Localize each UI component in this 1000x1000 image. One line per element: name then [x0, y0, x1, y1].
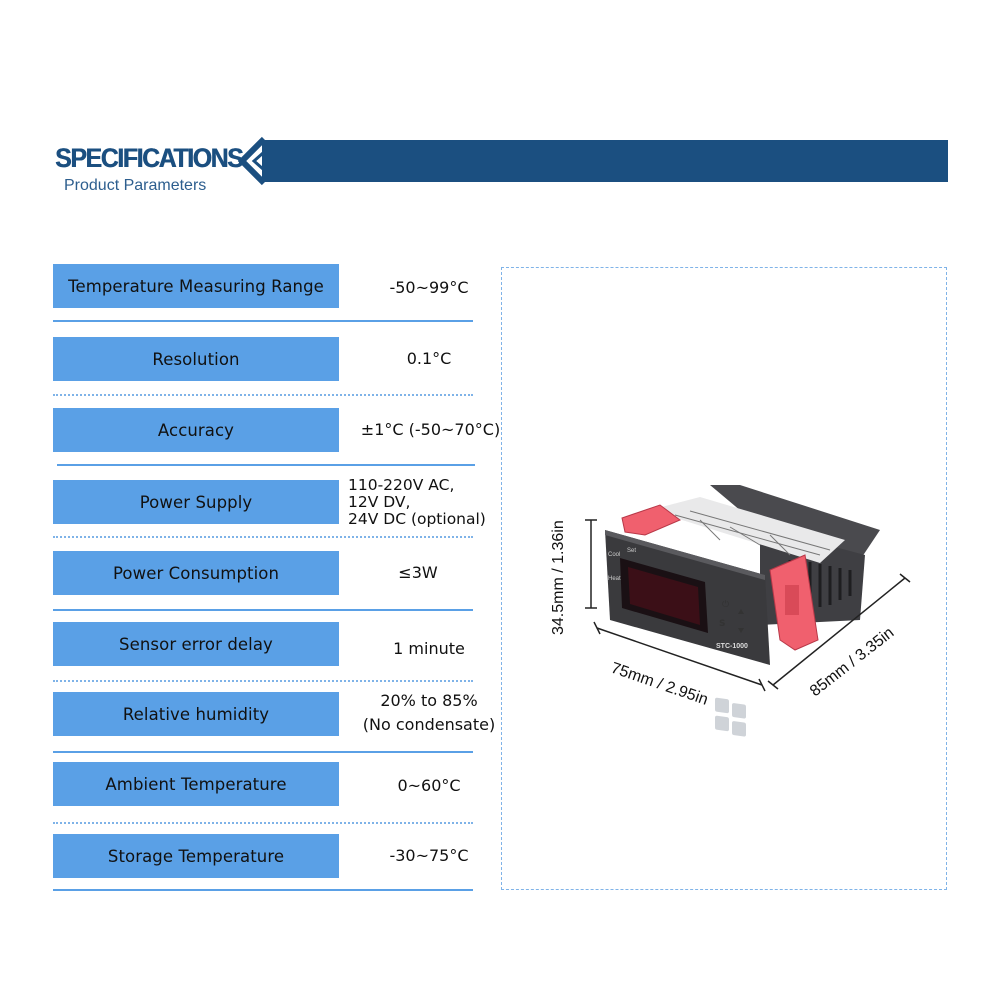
spec-value: 0~60°C	[397, 776, 461, 795]
spec-label: Sensor error delay	[53, 622, 339, 666]
row-divider	[53, 320, 473, 322]
spec-label: Ambient Temperature	[53, 762, 339, 806]
spec-row-temperature-range: Temperature Measuring Range -50~99°C	[53, 264, 503, 308]
spec-row-sensor-error-delay: Sensor error delay 1 minute	[53, 622, 503, 666]
width-dimension-label: 75mm / 2.95in	[609, 660, 710, 709]
spec-row-ambient-temperature: Ambient Temperature 0~60°C	[53, 762, 503, 806]
up-arrow-icon	[738, 609, 744, 614]
row-divider	[53, 680, 473, 682]
spec-row-power-supply: Power Supply 110-220V AC, 12V DV, 24V DC…	[53, 477, 503, 528]
power-icon: ⏻	[722, 599, 729, 610]
spec-label: Temperature Measuring Range	[53, 264, 339, 308]
spec-label: Storage Temperature	[53, 834, 339, 878]
row-divider	[53, 751, 473, 753]
spec-value: 0.1°C	[406, 349, 452, 368]
down-button	[732, 721, 746, 737]
cool-label: Cool	[608, 552, 620, 558]
row-divider	[53, 609, 473, 611]
set-button	[715, 715, 729, 732]
spec-value: ±1°C (-50~70°C)	[360, 420, 501, 439]
height-dimension-label: 34.5mm / 1.36in	[550, 520, 567, 635]
product-image-frame	[501, 267, 947, 890]
left-mounting-clip	[621, 504, 681, 536]
page-subtitle: Product Parameters	[64, 177, 207, 194]
spec-row-resolution: Resolution 0.1°C	[53, 337, 503, 381]
up-button	[732, 703, 746, 719]
spec-label: Accuracy	[53, 408, 339, 452]
spec-label: Power Consumption	[53, 551, 339, 595]
spec-row-accuracy: Accuracy ±1°C (-50~70°C)	[53, 408, 503, 452]
row-divider	[57, 464, 475, 466]
device-wiring-diagram	[674, 510, 831, 556]
dimension-lines	[585, 519, 911, 692]
spec-row-storage-temperature: Storage Temperature -30~75°C	[53, 834, 503, 878]
spec-label: Relative humidity	[53, 692, 339, 736]
spec-value: -50~99°C	[389, 278, 469, 297]
power-button	[715, 697, 729, 714]
down-arrow-icon	[738, 628, 744, 633]
spec-label: Power Supply	[53, 480, 339, 524]
spec-value: ≤3W	[398, 563, 438, 582]
spec-row-power-consumption: Power Consumption ≤3W	[53, 551, 503, 595]
heat-label: Heat	[608, 576, 621, 582]
row-divider	[53, 394, 473, 396]
header-banner	[262, 140, 948, 182]
spec-value: -30~75°C	[389, 846, 469, 865]
set-button-label: S	[719, 619, 725, 629]
page-title: SPECIFICATIONS	[55, 143, 244, 173]
spec-value: 1 minute	[393, 639, 465, 658]
row-divider	[53, 536, 473, 538]
spec-value: 20% to 85% (No condensate)	[362, 691, 496, 734]
set-label: Set	[627, 548, 636, 554]
row-divider	[53, 889, 473, 891]
spec-row-relative-humidity: Relative humidity 20% to 85% (No condens…	[53, 691, 503, 736]
depth-dimension-label: 85mm / 3.35in	[807, 624, 897, 700]
row-divider	[53, 822, 473, 824]
spec-label: Resolution	[53, 337, 339, 381]
model-label: STC-1000	[716, 643, 748, 650]
